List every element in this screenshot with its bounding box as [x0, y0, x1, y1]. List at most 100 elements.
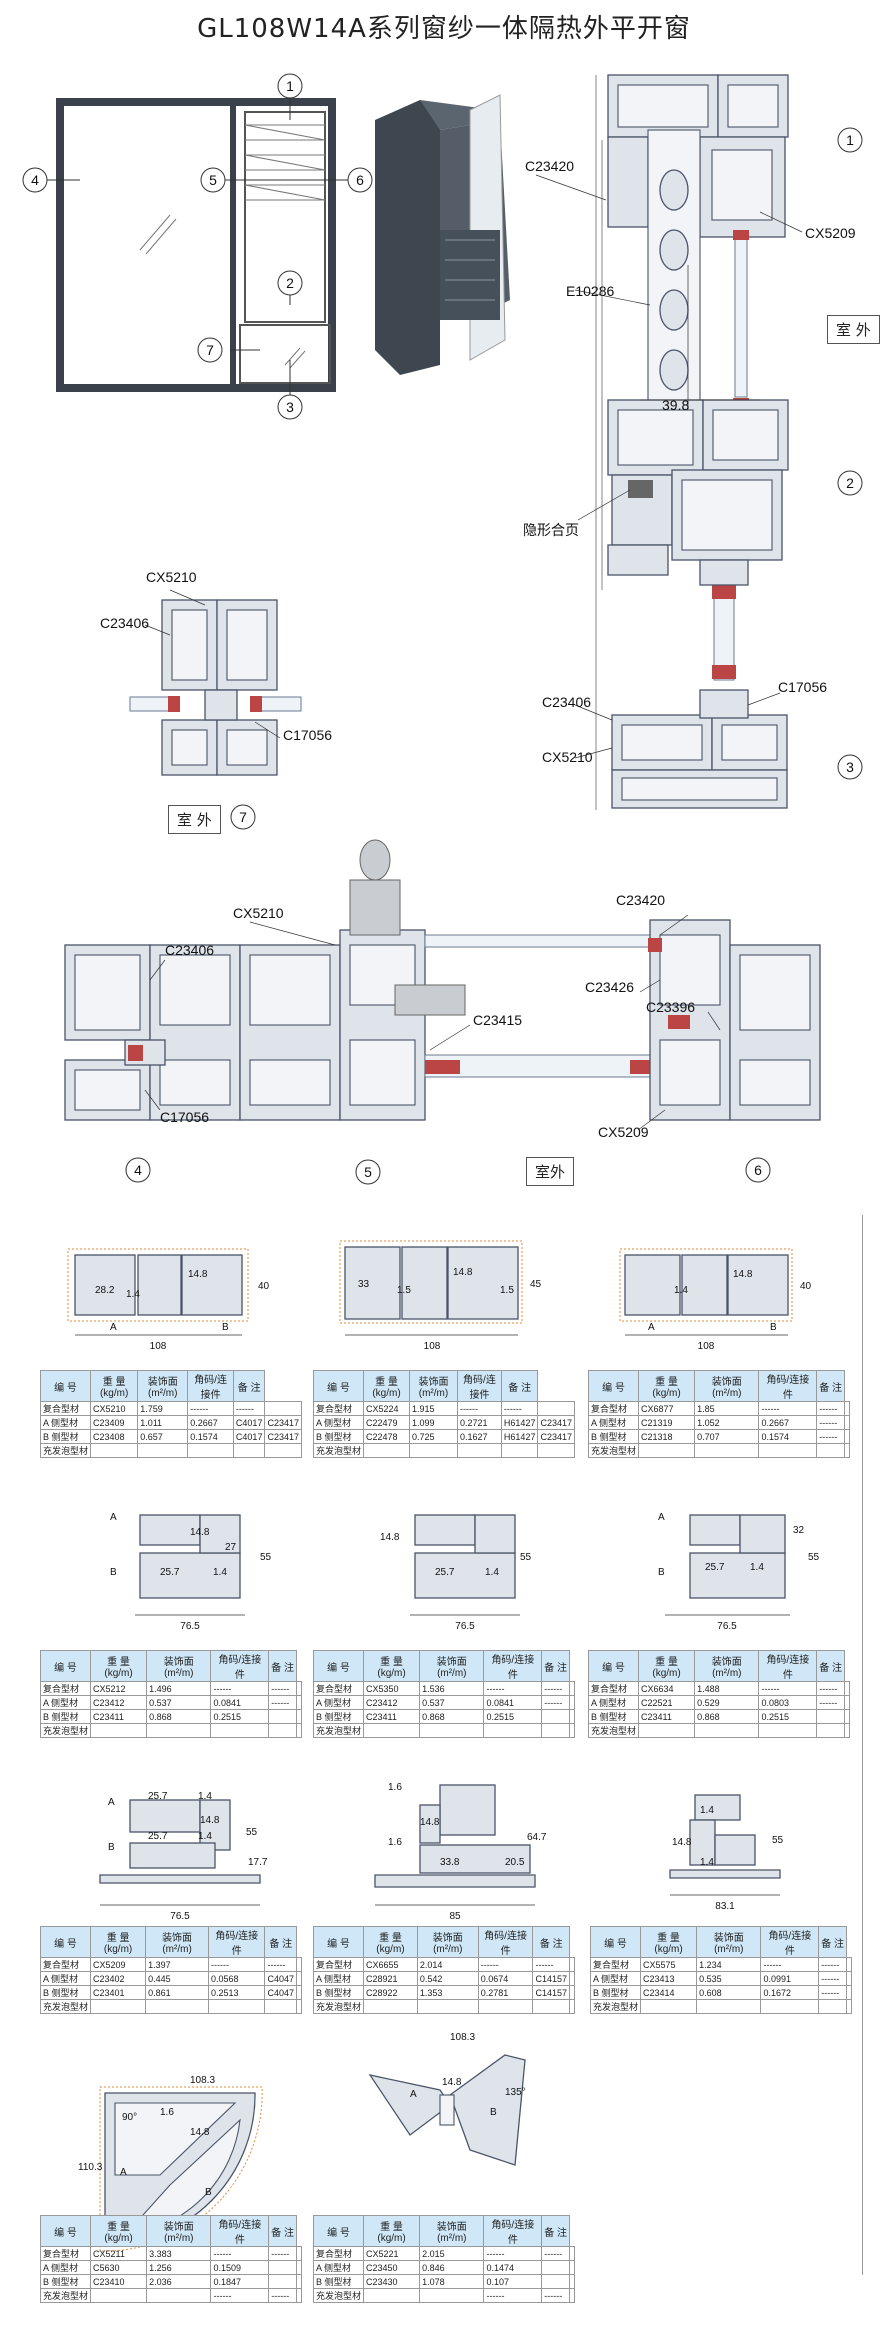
marker-6b: 6 — [745, 1157, 771, 1183]
svg-text:25.7: 25.7 — [705, 1562, 725, 1573]
svg-text:108.3: 108.3 — [450, 2032, 475, 2043]
profile-cx5211: 108.3 110.3 90° 1.6 14.8 AB 2 — [78, 2075, 263, 2252]
window-elevation — [35, 95, 350, 395]
svg-text:83.1: 83.1 — [715, 1901, 735, 1912]
svg-text:14.8: 14.8 — [453, 1267, 473, 1278]
svg-text:1.5: 1.5 — [500, 1285, 514, 1296]
marker-7: 7 — [197, 337, 223, 363]
marker-5b: 5 — [355, 1159, 381, 1185]
svg-text:55: 55 — [246, 1827, 258, 1838]
label-cx5210-right: CX5210 — [542, 749, 593, 765]
svg-text:2: 2 — [286, 275, 294, 291]
svg-text:27: 27 — [225, 1542, 237, 1553]
svg-text:B: B — [205, 2187, 212, 2198]
label-cx5209: CX5209 — [805, 225, 856, 241]
table-row: 充发泡型材 — [39, 1443, 302, 1458]
svg-text:25.7: 25.7 — [160, 1567, 180, 1578]
svg-text:135°: 135° — [505, 2087, 526, 2098]
corner-3d-illustration — [375, 94, 510, 375]
svg-text:B: B — [490, 2107, 497, 2118]
svg-text:28.2: 28.2 — [95, 1285, 115, 1296]
svg-text:55: 55 — [260, 1552, 272, 1563]
svg-text:17.7: 17.7 — [248, 1857, 268, 1868]
svg-text:5: 5 — [364, 1164, 372, 1180]
svg-text:108: 108 — [698, 1341, 715, 1352]
svg-text:14.8: 14.8 — [672, 1837, 692, 1848]
label-c23415: C23415 — [473, 1012, 522, 1028]
svg-text:4: 4 — [134, 1162, 142, 1178]
svg-text:6: 6 — [356, 172, 364, 188]
svg-text:A: A — [110, 1322, 117, 1333]
svg-text:4: 4 — [31, 172, 39, 188]
svg-text:90°: 90° — [122, 2112, 137, 2123]
svg-text:25.7: 25.7 — [148, 1791, 168, 1802]
svg-text:1.6: 1.6 — [388, 1837, 402, 1848]
svg-text:25.7: 25.7 — [148, 1831, 168, 1842]
table-row: 充发泡型材 — [39, 1723, 303, 1738]
svg-text:1.4: 1.4 — [485, 1567, 499, 1578]
label-c23406-left: C23406 — [100, 615, 149, 631]
label-cx5210-left: CX5210 — [146, 569, 197, 585]
marker-2b: 2 — [837, 470, 863, 496]
svg-text:A: A — [648, 1322, 655, 1333]
outdoor-label-right: 室 外 — [827, 315, 880, 344]
svg-text:1.4: 1.4 — [700, 1805, 714, 1816]
svg-text:14.8: 14.8 — [200, 1815, 220, 1826]
svg-text:55: 55 — [520, 1552, 532, 1563]
table-row: 充发泡型材 — [589, 1999, 853, 2014]
svg-text:14.8: 14.8 — [188, 1269, 208, 1280]
svg-text:14.8: 14.8 — [733, 1269, 753, 1280]
svg-text:1.4: 1.4 — [750, 1562, 764, 1573]
svg-text:40: 40 — [800, 1281, 812, 1292]
top-diagrams: 1 4 5 6 2 7 3 1 2 3 7 4 5 6 C23420 CX520… — [22, 73, 863, 1185]
profile-cx6655: 85 1.61.6 14.833.8 20.564.7 — [374, 1782, 547, 1922]
svg-text:55: 55 — [772, 1835, 784, 1846]
svg-text:76.5: 76.5 — [717, 1621, 737, 1632]
svg-text:B: B — [110, 1567, 117, 1578]
table-row: 充发泡型材 — [587, 1723, 851, 1738]
svg-text:1.4: 1.4 — [700, 1857, 714, 1868]
svg-text:B: B — [658, 1567, 665, 1578]
svg-text:1.6: 1.6 — [388, 1782, 402, 1793]
svg-text:B: B — [770, 1322, 777, 1333]
svg-text:14.8: 14.8 — [190, 1527, 210, 1538]
label-c17056-left: C17056 — [283, 727, 332, 743]
svg-text:14.8: 14.8 — [420, 1817, 440, 1828]
label-39-8: 39.8 — [662, 397, 689, 413]
svg-text:1.4: 1.4 — [198, 1831, 212, 1842]
svg-text:108.3: 108.3 — [190, 2075, 215, 2086]
svg-text:7: 7 — [206, 342, 214, 358]
svg-text:40: 40 — [258, 1281, 270, 1292]
profile-cx5224: 108 331.5 14.81.5 45 — [339, 1240, 542, 1352]
section-7 — [129, 589, 302, 776]
profile-cx6877: 108 A B 1.4 14.8 40 — [619, 1248, 812, 1352]
vertical-section — [535, 74, 803, 810]
svg-text:1.4: 1.4 — [674, 1285, 688, 1296]
svg-text:1.6: 1.6 — [160, 2107, 174, 2118]
